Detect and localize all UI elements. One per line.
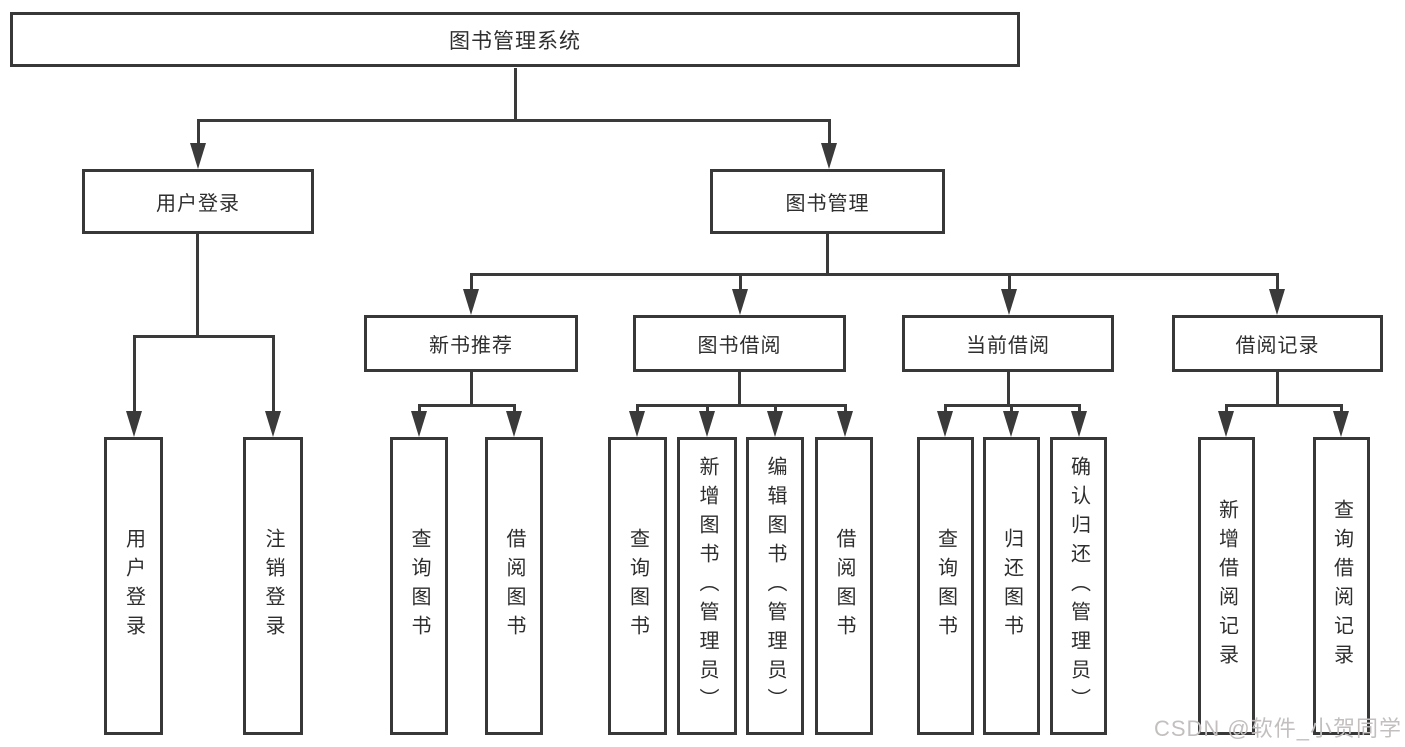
arrowhead-down-icon <box>732 289 748 315</box>
leaf-query-borrow-record-label: 查询借阅记录 <box>1330 499 1353 673</box>
connector-vline <box>828 119 831 143</box>
leaf-logout-label: 注销登录 <box>262 528 284 644</box>
leaf-confirm-return-admin-label: 确认归还（管理员） <box>1067 455 1090 717</box>
connector-vline <box>944 404 947 411</box>
leaf-user-login-label: 用户登录 <box>122 528 145 644</box>
leaf-user-login: 用户登录 <box>104 437 163 735</box>
leaf-add-books-admin: 新增图书（管理员） <box>677 437 737 735</box>
arrowhead-down-icon <box>1071 411 1087 437</box>
node-borrow-records: 借阅记录 <box>1172 315 1383 372</box>
arrowhead-down-icon <box>1269 289 1285 315</box>
connector-vline <box>514 68 517 119</box>
connector-vline <box>1010 404 1013 411</box>
arrowhead-down-icon <box>937 411 953 437</box>
arrowhead-down-icon <box>837 411 853 437</box>
connector-vline <box>1340 404 1343 411</box>
leaf-edit-books-admin-label: 编辑图书（管理员） <box>764 455 786 717</box>
arrowhead-down-icon <box>821 143 837 169</box>
arrowhead-down-icon <box>190 143 206 169</box>
arrowhead-down-icon <box>506 411 522 437</box>
arrowhead-down-icon <box>463 289 479 315</box>
node-current-borrow-label: 当前借阅 <box>966 335 1050 357</box>
arrowhead-down-icon <box>126 411 142 437</box>
leaf-add-books-admin-label: 新增图书（管理员） <box>696 455 718 717</box>
node-book-borrow: 图书借阅 <box>633 315 846 372</box>
connector-vline <box>1008 273 1011 289</box>
leaf-query-books-2: 查询图书 <box>608 437 667 735</box>
leaf-borrow-books-1-label: 借阅图书 <box>503 528 525 644</box>
connector-vline <box>1276 273 1279 289</box>
arrowhead-down-icon <box>265 411 281 437</box>
node-current-borrow: 当前借阅 <box>902 315 1114 372</box>
connector-vline <box>272 335 275 411</box>
arrowhead-down-icon <box>411 411 427 437</box>
node-root-label: 图书管理系统 <box>449 29 581 53</box>
connector-vline <box>197 119 200 143</box>
node-book-mgmt-label: 图书管理 <box>785 193 870 215</box>
node-user-login: 用户登录 <box>82 169 314 234</box>
connector-vline <box>739 273 742 289</box>
connector-vline <box>418 404 421 411</box>
leaf-query-books-1: 查询图书 <box>390 437 448 735</box>
connector-vline <box>636 404 639 411</box>
watermark: CSDN @软件_小贺同学 <box>1153 716 1402 741</box>
arrowhead-down-icon <box>1001 289 1017 315</box>
node-new-books-label: 新书推荐 <box>429 335 513 357</box>
connector-vline <box>1225 404 1228 411</box>
leaf-query-books-3-label: 查询图书 <box>934 528 957 644</box>
arrowhead-down-icon <box>1003 411 1019 437</box>
leaf-borrow-books-1: 借阅图书 <box>485 437 543 735</box>
connector-vline <box>196 234 199 335</box>
connector-hline <box>133 335 275 338</box>
leaf-borrow-books-2: 借阅图书 <box>815 437 873 735</box>
connector-vline <box>1007 372 1010 404</box>
connector-vline <box>844 404 847 411</box>
leaf-confirm-return-admin: 确认归还（管理员） <box>1050 437 1107 735</box>
leaf-add-borrow-record-label: 新增借阅记录 <box>1215 499 1238 673</box>
connector-vline <box>1078 404 1081 411</box>
leaf-query-books-2-label: 查询图书 <box>626 528 649 644</box>
leaf-return-books-label: 归还图书 <box>1000 528 1023 644</box>
connector-vline <box>706 404 709 411</box>
connector-hline <box>1225 404 1343 407</box>
arrowhead-down-icon <box>629 411 645 437</box>
connector-hline <box>636 404 847 407</box>
connector-vline <box>470 372 473 404</box>
connector-vline <box>513 404 516 411</box>
connector-vline <box>826 234 829 273</box>
connector-vline <box>774 404 777 411</box>
node-user-login-label: 用户登录 <box>156 193 240 215</box>
arrowhead-down-icon <box>1333 411 1349 437</box>
connector-hline <box>418 404 516 407</box>
leaf-borrow-books-2-label: 借阅图书 <box>833 528 855 644</box>
arrowhead-down-icon <box>1218 411 1234 437</box>
connector-hline <box>944 404 1081 407</box>
connector-vline <box>470 273 473 289</box>
connector-hline <box>470 273 1279 276</box>
leaf-logout: 注销登录 <box>243 437 303 735</box>
node-new-books: 新书推荐 <box>364 315 578 372</box>
leaf-query-books-3: 查询图书 <box>917 437 974 735</box>
arrowhead-down-icon <box>699 411 715 437</box>
leaf-return-books: 归还图书 <box>983 437 1040 735</box>
connector-vline <box>133 335 136 411</box>
leaf-edit-books-admin: 编辑图书（管理员） <box>746 437 804 735</box>
leaf-query-borrow-record: 查询借阅记录 <box>1313 437 1370 735</box>
connector-vline <box>738 372 741 404</box>
node-root: 图书管理系统 <box>10 12 1020 67</box>
arrowhead-down-icon <box>767 411 783 437</box>
connector-vline <box>1276 372 1279 404</box>
node-book-mgmt: 图书管理 <box>710 169 945 234</box>
node-borrow-records-label: 借阅记录 <box>1235 335 1320 357</box>
node-book-borrow-label: 图书借阅 <box>697 335 782 357</box>
leaf-add-borrow-record: 新增借阅记录 <box>1198 437 1255 735</box>
connector-hline <box>197 119 831 122</box>
leaf-query-books-1-label: 查询图书 <box>408 528 430 644</box>
